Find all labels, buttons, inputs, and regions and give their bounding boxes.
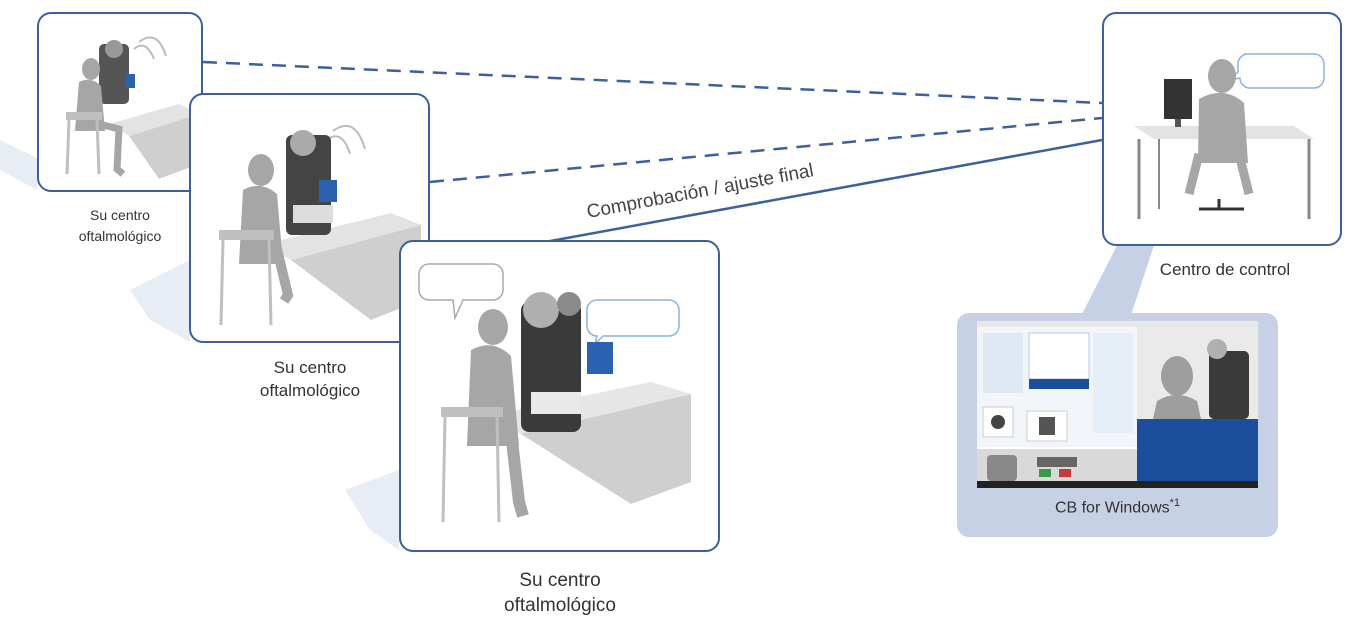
clinic-label-3: Su centro oftalmológico <box>460 568 660 618</box>
clinic-card-1 <box>37 12 203 192</box>
speech-bubble-device <box>586 299 680 347</box>
dashed-link-2 <box>429 116 1103 184</box>
control-center-card <box>1102 12 1342 246</box>
control-center-label: Centro de control <box>1159 260 1291 279</box>
clinic-label-1: Su centro oftalmológico <box>50 205 190 247</box>
shadow-clinic-1 <box>0 140 37 190</box>
speech-bubble-patient <box>418 263 504 321</box>
software-screen-mock <box>977 321 1258 488</box>
shadow-clinic-3 <box>345 470 399 550</box>
control-center-scene <box>1134 53 1325 219</box>
clinic-label-2-line1: Su centro <box>273 358 347 377</box>
clinic-scene-2 <box>219 125 421 326</box>
software-footnote: *1 <box>1169 497 1181 509</box>
clinic-label-2-line2: oftalmológico <box>259 381 361 400</box>
clinic-label-3-line2: oftalmológico <box>504 595 616 616</box>
dashed-link-1 <box>202 60 1103 105</box>
clinic-label-1-line1: Su centro <box>90 207 150 223</box>
speech-bubble-operator <box>1227 53 1325 89</box>
clinic-label-3-line1: Su centro <box>519 570 601 591</box>
clinic-scene-1 <box>65 36 199 179</box>
clinic-card-3 <box>399 240 720 552</box>
clinic-label-2: Su centro oftalmológico <box>220 356 400 402</box>
clinic-label-1-line2: oftalmológico <box>78 228 162 244</box>
clinic-scene-3 <box>418 263 691 523</box>
solid-link <box>544 138 1103 244</box>
software-screenshot <box>977 321 1258 488</box>
software-label: CB for Windows*1 <box>957 497 1278 517</box>
shadow-clinic-2 <box>130 260 190 342</box>
clinic-card-2 <box>189 93 430 343</box>
software-name: CB for Windows <box>1054 499 1170 517</box>
